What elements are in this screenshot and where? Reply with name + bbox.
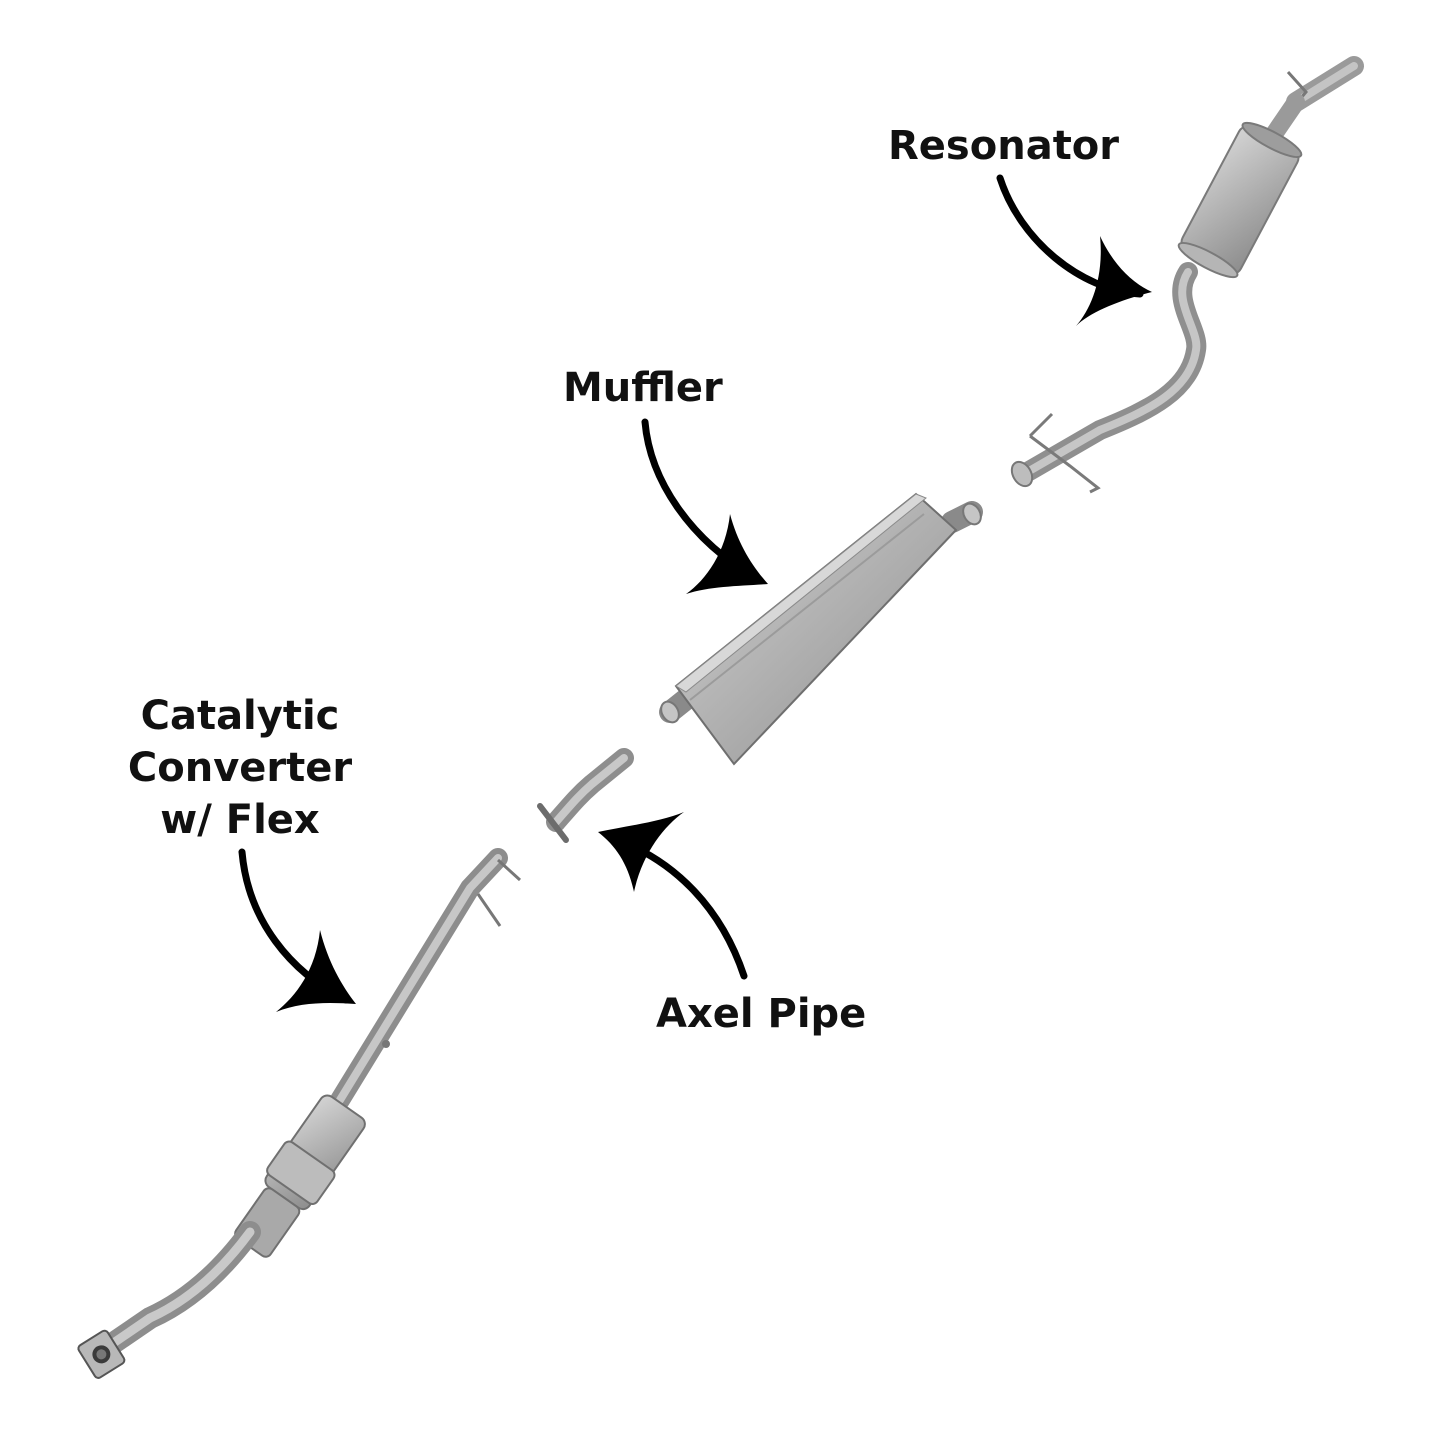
resonator-assembly [1010, 56, 1364, 494]
muffler-label: Muffler [563, 365, 723, 411]
resonator-arrow-icon [996, 174, 1152, 326]
resonator-body [1177, 121, 1303, 279]
axel-pipe-label: Axel Pipe [656, 991, 867, 1037]
catalytic-converter-label-line2: Converter [127, 745, 353, 791]
catalytic-converter-assembly [77, 848, 522, 1379]
catalytic-converter-label: Catalytic Converter w/ Flex [110, 690, 370, 846]
catalytic-converter-label-line3: w/ Flex [160, 797, 320, 843]
catalytic-converter-arrow-icon [238, 848, 356, 1012]
muffler-body [659, 492, 983, 766]
catalytic-converter-label-line1: Catalytic [140, 693, 340, 739]
axel-pipe-arrow-icon [598, 812, 748, 980]
resonator-label: Resonator [888, 123, 1120, 169]
axel-pipe [537, 748, 634, 843]
muffler-arrow-icon [641, 418, 768, 594]
